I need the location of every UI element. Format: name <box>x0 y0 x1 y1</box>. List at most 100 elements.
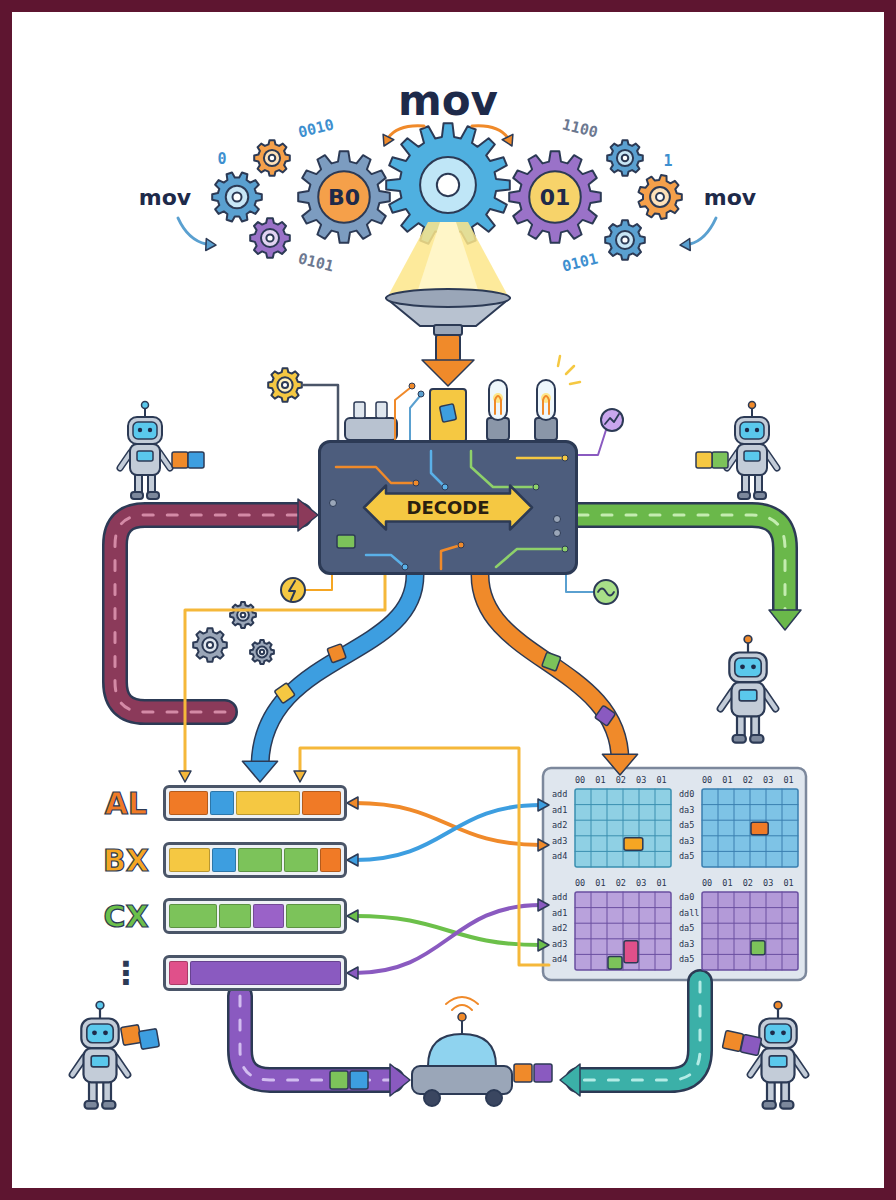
grid-line <box>734 892 735 970</box>
transport-band <box>578 982 700 1080</box>
small-gear <box>605 220 645 260</box>
double-arrow <box>364 486 532 530</box>
row-address: da5 <box>676 851 700 867</box>
tube-filament <box>495 396 501 414</box>
grid-ground <box>575 892 671 970</box>
wire <box>566 575 594 592</box>
circuit-pad <box>442 484 448 490</box>
row-address: da5 <box>676 954 700 970</box>
small-gear <box>250 218 290 258</box>
row-address: dd0 <box>676 789 700 805</box>
robot-chest <box>739 690 757 701</box>
circuit-pad <box>562 546 568 552</box>
glow-ray <box>570 382 580 384</box>
swirl-arrow <box>690 218 716 244</box>
robot-foot <box>102 1101 115 1109</box>
memory-grid <box>702 789 798 867</box>
robot <box>751 1001 806 1108</box>
robot-body <box>84 1048 117 1082</box>
side-gear-hub <box>277 377 292 392</box>
transport-band-stripe <box>240 996 392 1080</box>
column-header: 00 01 02 03 01 <box>702 878 800 892</box>
row-address: ad1 <box>549 805 573 821</box>
row-address: da5 <box>676 820 700 836</box>
robot-eye <box>138 428 142 432</box>
circuit-pad <box>413 480 419 486</box>
memory-panel <box>543 768 806 980</box>
row-address: da5 <box>676 923 700 939</box>
wire <box>302 385 338 440</box>
data-block <box>327 644 346 663</box>
robot-head <box>128 417 162 444</box>
robot-antenna-ball <box>96 1001 104 1009</box>
title: mov <box>398 76 498 125</box>
pipe-block <box>345 418 397 440</box>
memory-grid <box>702 892 798 970</box>
grid-line <box>702 938 798 939</box>
register-bit-group <box>169 904 217 928</box>
memory-grid <box>575 789 671 867</box>
robot-antenna-ball <box>744 635 752 643</box>
robot-foot <box>85 1101 98 1109</box>
register-bit-group <box>169 791 208 815</box>
robot-body <box>737 444 767 475</box>
robot-chest <box>744 451 760 461</box>
robot-leg <box>103 1081 111 1103</box>
data-block <box>696 452 712 468</box>
wire <box>578 430 606 455</box>
transport-band <box>240 996 392 1080</box>
gear-label: B0 <box>328 185 360 210</box>
transport-band-stripe <box>578 982 700 1080</box>
beaker <box>376 402 387 418</box>
feed-arrow-head <box>422 360 474 386</box>
robot-eye <box>92 1030 97 1035</box>
circuit-trace <box>441 545 461 569</box>
robot-eye <box>745 428 749 432</box>
robot-face <box>735 658 761 677</box>
robot-foot <box>147 492 159 499</box>
label-holder: 1100 <box>560 114 600 141</box>
grid-holder <box>575 789 671 867</box>
grid-line <box>575 820 671 821</box>
grid-row: dd0da3da5da3da5 <box>676 789 800 867</box>
grid-line <box>655 892 656 970</box>
grid-line <box>575 907 671 908</box>
rivet <box>554 530 561 537</box>
data-block <box>740 1034 761 1055</box>
grid-line <box>718 892 719 970</box>
register-name: CX <box>95 899 157 934</box>
register-bit-group <box>236 791 300 815</box>
circuit-pad <box>402 564 408 570</box>
chip <box>337 535 355 548</box>
stored-byte <box>751 822 768 834</box>
small-gear <box>639 175 682 219</box>
funnel-stem <box>434 325 462 335</box>
data-block <box>595 705 616 726</box>
idle-gear-hub <box>257 647 268 658</box>
robot <box>727 402 777 500</box>
row-address: ad4 <box>549 954 573 970</box>
robot-body <box>130 444 160 475</box>
circuit-pad <box>562 455 568 461</box>
robot-foot <box>763 1101 776 1109</box>
transport-band-outline <box>240 996 392 1080</box>
main-gear-hub <box>420 157 476 213</box>
data-block <box>534 1064 552 1082</box>
connector-line <box>355 905 542 973</box>
grid-ground <box>575 789 671 867</box>
row-address: da3 <box>676 805 700 821</box>
memory-bank: 00 01 02 03 01addad1ad2ad3ad4 <box>549 878 673 973</box>
data-block <box>274 683 295 704</box>
row-address: ad3 <box>549 939 573 955</box>
signal-arc <box>446 997 478 1004</box>
grid-row: addad1ad2ad3ad4 <box>549 789 673 867</box>
row-labels: dd0da3da5da3da5 <box>676 789 700 867</box>
register-bit-group <box>284 848 318 872</box>
grid-row: addad1ad2ad3ad4 <box>549 892 673 970</box>
gear-label: 01 <box>540 185 571 210</box>
robot-leg <box>781 1081 789 1103</box>
connector <box>480 575 638 775</box>
rivet <box>554 516 561 523</box>
feed-arrow-body <box>436 335 460 361</box>
register-bit-group <box>320 848 341 872</box>
